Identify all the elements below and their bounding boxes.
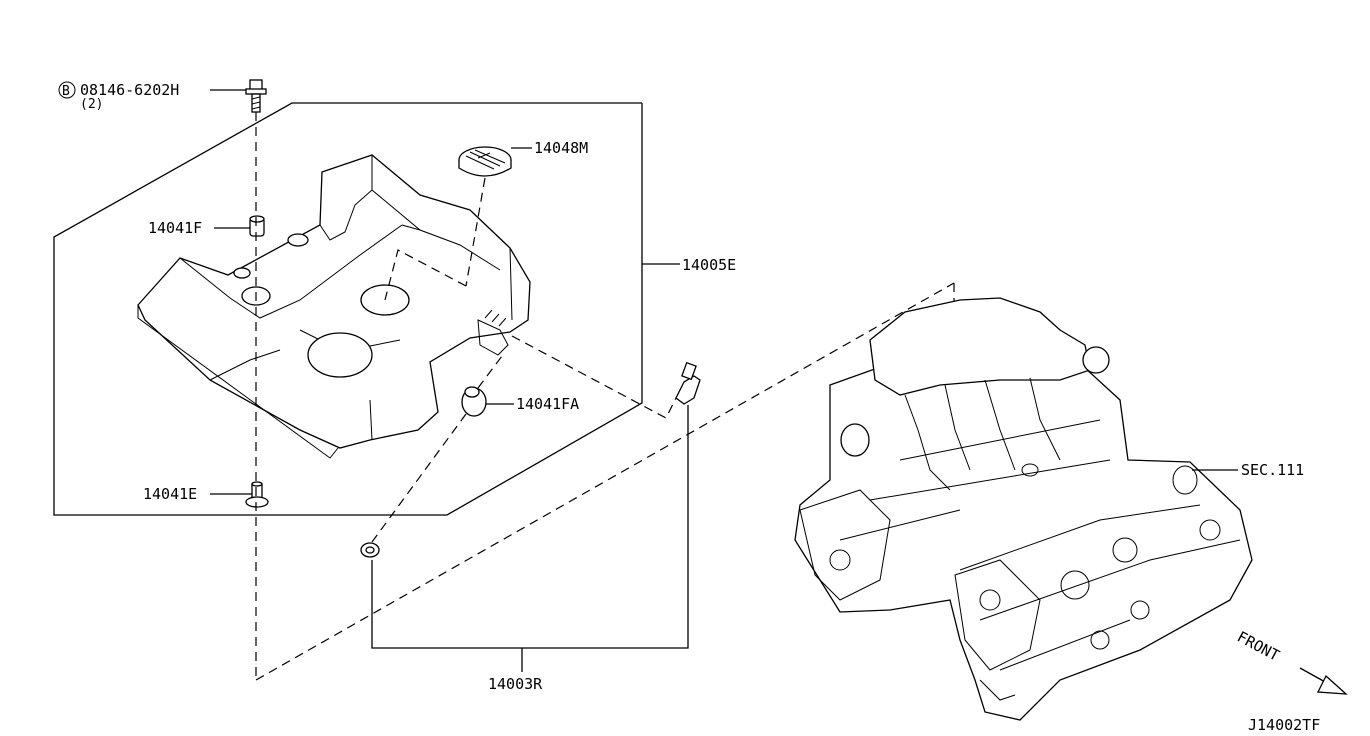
sec-label: SEC.111 (1241, 461, 1304, 479)
front-arrow-icon (1299, 667, 1348, 695)
bolt-label: 08146-6202H (80, 81, 179, 99)
oring-bracket (371, 405, 689, 649)
grommet-fa-dash (371, 413, 467, 543)
cap-dash (465, 177, 486, 287)
cover-assy-label: 14005E (682, 256, 736, 274)
cap-dash2 (384, 249, 467, 301)
bolt (245, 79, 267, 113)
bolt-qty: (2) (80, 97, 103, 112)
assembly-frame (53, 102, 643, 516)
engine-cover (137, 154, 531, 459)
o-ring (360, 542, 380, 558)
grommet-fa-label: 14041FA (516, 395, 579, 413)
grommet-f (249, 215, 265, 237)
front-label: FRONT (1234, 628, 1282, 665)
oring-label: 14003R (488, 675, 543, 693)
bolt-prefix-circle (58, 81, 76, 99)
pcv-valve (675, 361, 701, 405)
grommet-fa (461, 386, 487, 417)
grommet-f-label: 14041F (148, 219, 202, 237)
diagram-id: J14002TF (1248, 716, 1320, 734)
engine-block (794, 297, 1253, 721)
grommet-fa-dash2 (477, 351, 506, 389)
bolt-prefix: B (62, 84, 70, 99)
grommet-e-label: 14041E (143, 485, 197, 503)
oil-filler-cap (458, 146, 512, 177)
grommet-e (245, 481, 269, 508)
cap-label: 14048M (534, 139, 588, 157)
